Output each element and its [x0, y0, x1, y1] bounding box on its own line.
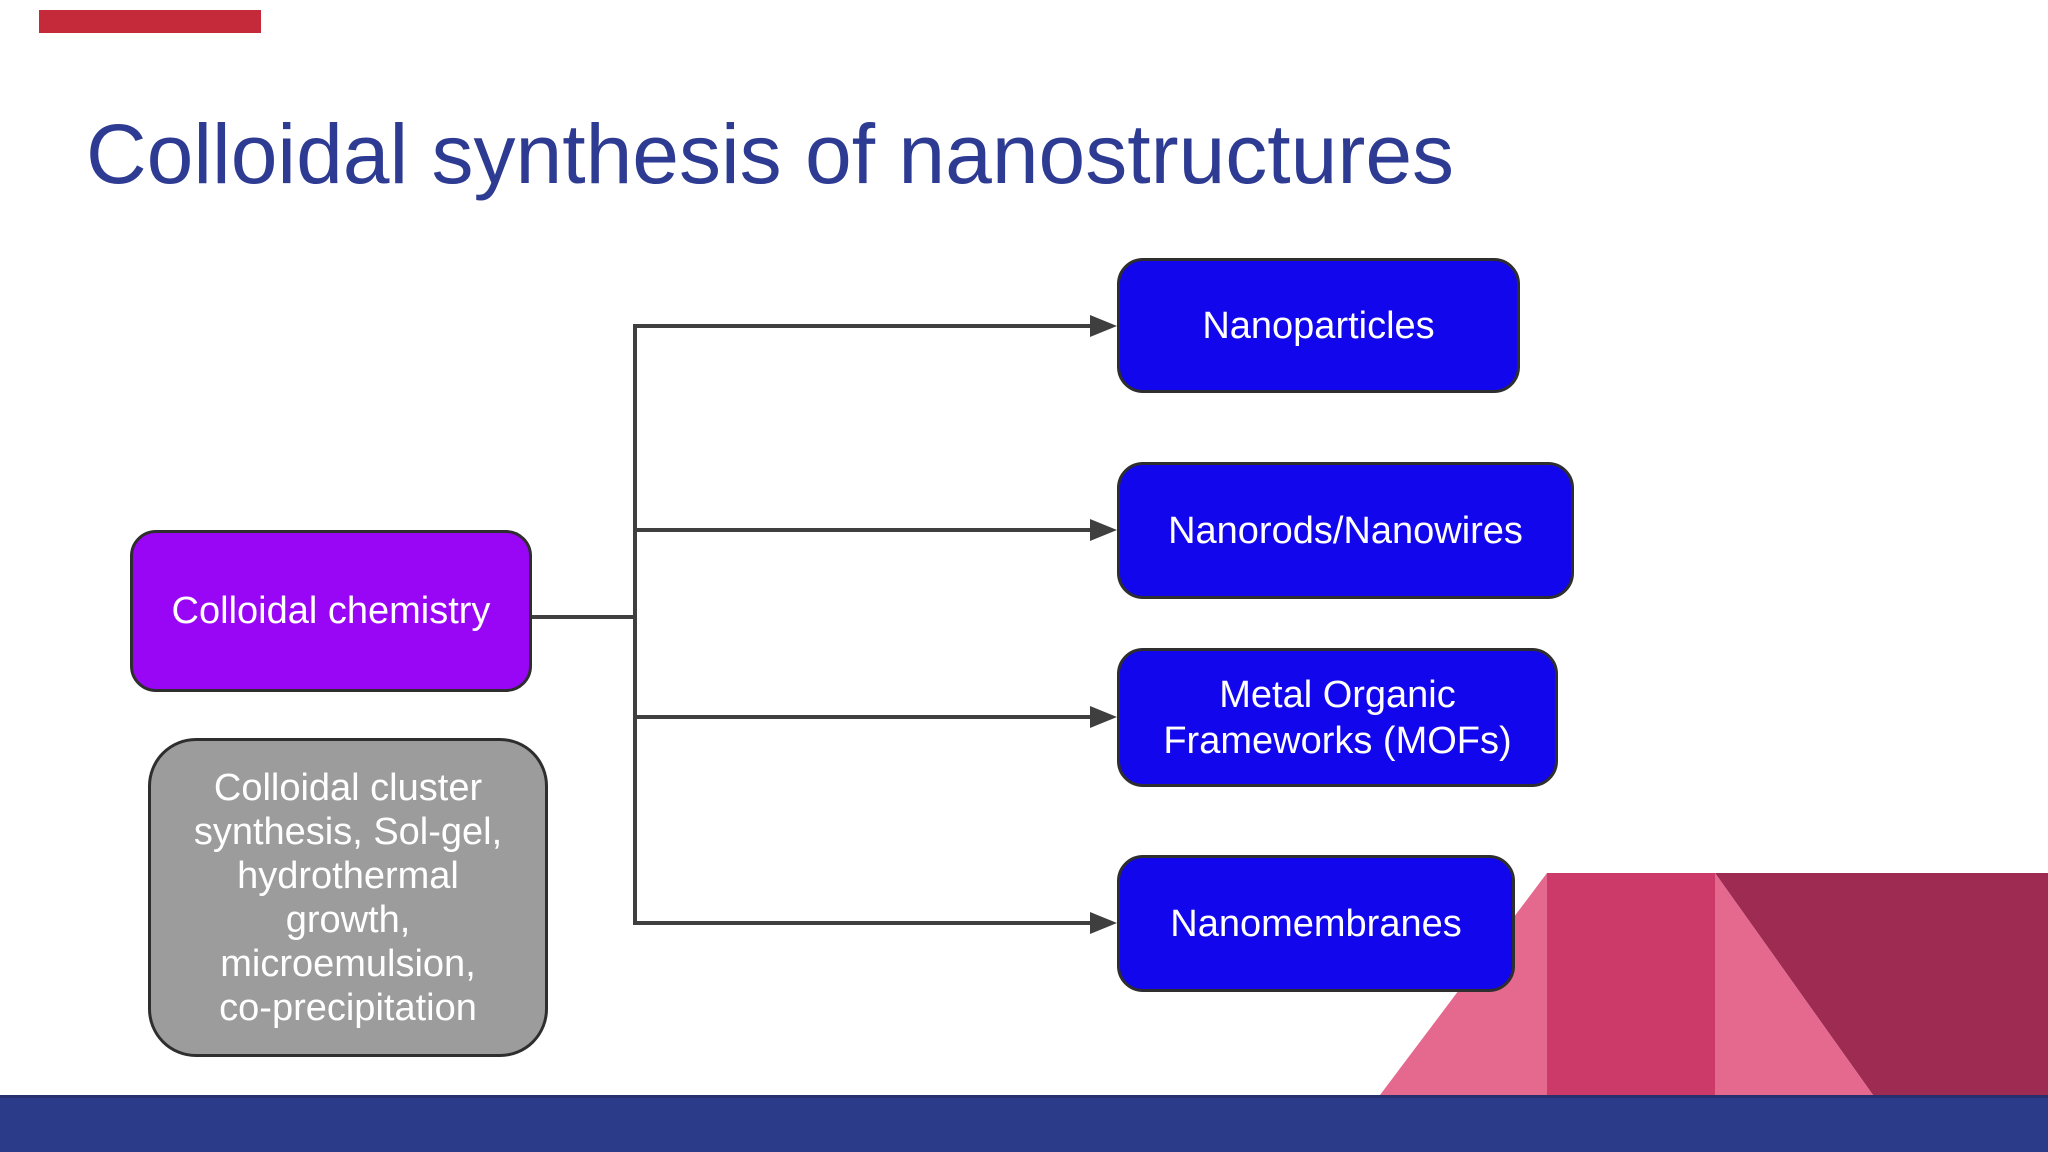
arrowhead-icon	[1090, 912, 1117, 934]
arrowhead-icon	[1090, 315, 1117, 337]
mountain-band-center	[1547, 873, 1715, 1095]
mountain-triangle-right	[1715, 873, 1873, 1095]
node-nanorods-nanowires: Nanorods/Nanowires	[1117, 462, 1574, 599]
node-nanomembranes: Nanomembranes	[1117, 855, 1515, 992]
top-accent-bar	[39, 10, 261, 33]
arrowhead-icon	[1090, 706, 1117, 728]
node-nanoparticles: Nanoparticles	[1117, 258, 1520, 393]
node-metal-organic-frameworks: Metal Organic Frameworks (MOFs)	[1117, 648, 1558, 787]
page-title: Colloidal synthesis of nanostructures	[86, 107, 1455, 201]
arrowhead-icon	[1090, 519, 1117, 541]
mountain-trapezoid-right	[1715, 873, 2048, 1095]
node-colloidal-chemistry: Colloidal chemistry	[130, 530, 532, 692]
footer-bar	[0, 1095, 2048, 1152]
